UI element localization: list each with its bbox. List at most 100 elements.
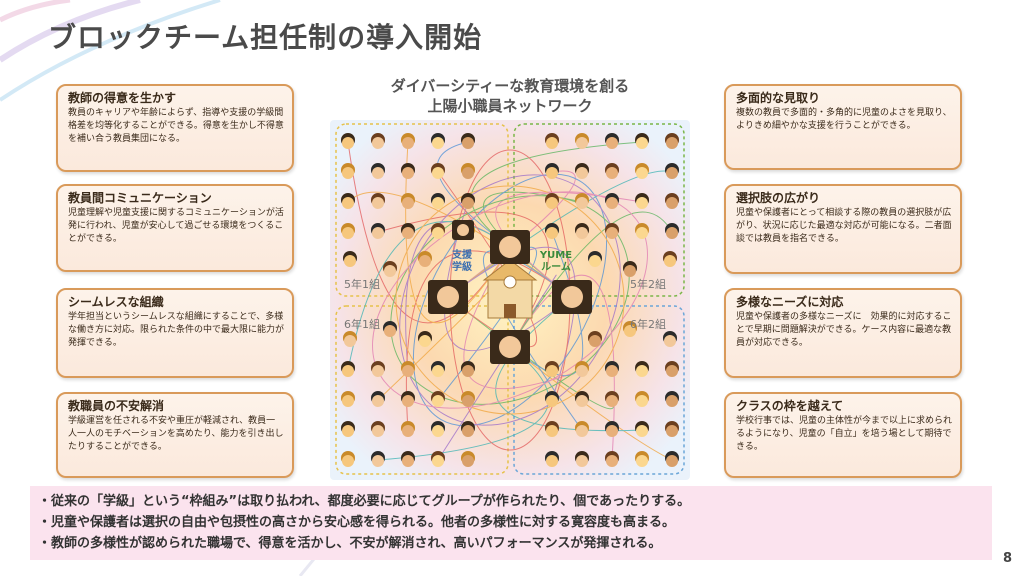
- child-avatar-icon: [461, 391, 475, 407]
- group-label-6-1: 6年1組: [344, 317, 380, 331]
- child-avatar-icon: [545, 223, 559, 239]
- feature-heading: 多面的な見取り: [736, 91, 821, 105]
- child-avatar-icon: [665, 193, 679, 209]
- feature-heading: 選択肢の広がり: [736, 191, 821, 205]
- child-avatar-icon: [623, 321, 637, 337]
- child-avatar-icon: [341, 421, 355, 437]
- child-avatar-icon: [605, 163, 619, 179]
- child-avatar-icon: [341, 361, 355, 377]
- feature-body: 教員のキャリアや年齢によらず、指導や支援の学級間格差を均等化することができる。得…: [68, 108, 284, 144]
- network-title-line1: ダイバーシティーな教育環境を創る: [390, 77, 630, 95]
- child-avatar-icon: [431, 361, 445, 377]
- child-avatar-icon: [431, 223, 445, 239]
- child-avatar-icon: [341, 163, 355, 179]
- child-avatar-icon: [575, 391, 589, 407]
- child-avatar-icon: [605, 193, 619, 209]
- child-avatar-icon: [575, 163, 589, 179]
- child-avatar-icon: [431, 451, 445, 467]
- feature-box-anxiety-relief: 教職員の不安解消 学級運営を任される不安や重圧が軽減され、教員一人一人のモチベー…: [56, 392, 294, 478]
- group-label-6-2: 6年2組: [630, 317, 666, 331]
- child-avatar-icon: [401, 163, 415, 179]
- child-avatar-icon: [461, 163, 475, 179]
- child-avatar-icon: [371, 163, 385, 179]
- child-avatar-icon: [665, 421, 679, 437]
- child-avatar-icon: [371, 391, 385, 407]
- feature-box-staff-communication: 教員間コミュニケーション 児童理解や児童支援に関するコミュニケーションが活発に行…: [56, 184, 294, 272]
- feature-box-multifaceted-view: 多面的な見取り 複数の教員で多面的・多角的に児童のよさを見取り、よりきめ細やかな…: [724, 84, 962, 170]
- child-avatar-icon: [371, 133, 385, 149]
- child-avatar-icon: [461, 361, 475, 377]
- child-avatar-icon: [588, 331, 602, 347]
- feature-heading: 教師の得意を生かす: [68, 91, 177, 105]
- child-avatar-icon: [545, 391, 559, 407]
- child-avatar-icon: [605, 361, 619, 377]
- network-title-line2: 上陽小職員ネットワーク: [427, 97, 593, 115]
- child-avatar-icon: [635, 223, 649, 239]
- child-avatar-icon: [431, 391, 445, 407]
- child-avatar-icon: [605, 421, 619, 437]
- child-avatar-icon: [371, 223, 385, 239]
- child-avatar-icon: [545, 421, 559, 437]
- child-avatar-icon: [401, 391, 415, 407]
- child-avatar-icon: [575, 133, 589, 149]
- child-avatar-icon: [575, 223, 589, 239]
- bullet-item: ・教師の多様性が認められた職場で、得意を活かし、不安が解消され、高いパフォーマン…: [38, 536, 662, 551]
- child-avatar-icon: [545, 361, 559, 377]
- page-number: 8: [1002, 551, 1012, 566]
- child-avatar-icon: [665, 133, 679, 149]
- child-avatar-icon: [663, 251, 677, 267]
- child-avatar-icon: [401, 193, 415, 209]
- feature-heading: 多様なニーズに対応: [736, 295, 844, 309]
- school-building-icon: [482, 259, 538, 319]
- child-avatar-icon: [665, 163, 679, 179]
- child-avatar-icon: [605, 133, 619, 149]
- child-avatar-icon: [401, 133, 415, 149]
- feature-body: 学級運営を任される不安や重圧が軽減され、教員一人一人のモチベーションを高めたり、…: [68, 416, 284, 452]
- child-avatar-icon: [461, 133, 475, 149]
- child-avatar-icon: [575, 421, 589, 437]
- child-avatar-icon: [341, 451, 355, 467]
- child-avatar-icon: [401, 223, 415, 239]
- child-avatar-icon: [575, 193, 589, 209]
- child-avatar-icon: [605, 391, 619, 407]
- child-avatar-icon: [341, 193, 355, 209]
- child-avatar-icon: [665, 361, 679, 377]
- feature-body: 学年担当というシームレスな組織にすることで、多様な働き方に対応。限られた条件の中…: [68, 312, 285, 348]
- child-avatar-icon: [461, 451, 475, 467]
- feature-heading: 教職員の不安解消: [68, 399, 165, 413]
- child-avatar-icon: [635, 391, 649, 407]
- feature-body: 児童や保護者の多様なニーズに 効果的に対応することで早期に問題解決ができる。ケー…: [736, 312, 952, 348]
- child-avatar-icon: [545, 163, 559, 179]
- feature-heading: 教員間コミュニケーション: [68, 191, 212, 205]
- feature-box-diverse-needs: 多様なニーズに対応 児童や保護者の多様なニーズに 効果的に対応することで早期に問…: [724, 288, 962, 378]
- child-avatar-icon: [605, 223, 619, 239]
- child-avatar-icon: [635, 133, 649, 149]
- feature-body: 学校行事では、児童の主体性が今まで以上に求められるようになり、児童の「自立」を培…: [736, 416, 953, 452]
- page-title: ブロックチーム担任制の導入開始: [48, 21, 483, 54]
- child-avatar-icon: [635, 421, 649, 437]
- child-avatar-icon: [371, 421, 385, 437]
- child-avatar-icon: [431, 421, 445, 437]
- child-avatar-icon: [343, 331, 357, 347]
- network-title: ダイバーシティーな教育環境を創る 上陽小職員ネットワーク: [330, 76, 690, 116]
- child-avatar-icon: [545, 451, 559, 467]
- child-avatar-icon: [371, 361, 385, 377]
- group-label-5-2: 5年2組: [630, 277, 666, 291]
- support-class-label: 支援学級: [451, 248, 473, 273]
- child-avatar-icon: [431, 163, 445, 179]
- child-avatar-icon: [341, 391, 355, 407]
- feature-box-beyond-class: クラスの枠を越えて 学校行事では、児童の主体性が今まで以上に求められるようになり…: [724, 392, 962, 478]
- child-avatar-icon: [665, 223, 679, 239]
- child-avatar-icon: [371, 451, 385, 467]
- child-avatar-icon: [383, 261, 397, 277]
- child-avatar-icon: [545, 193, 559, 209]
- child-avatar-icon: [623, 261, 637, 277]
- child-avatar-icon: [575, 451, 589, 467]
- child-avatar-icon: [341, 223, 355, 239]
- child-avatar-icon: [665, 391, 679, 407]
- child-avatar-icon: [341, 133, 355, 149]
- child-avatar-icon: [418, 251, 432, 267]
